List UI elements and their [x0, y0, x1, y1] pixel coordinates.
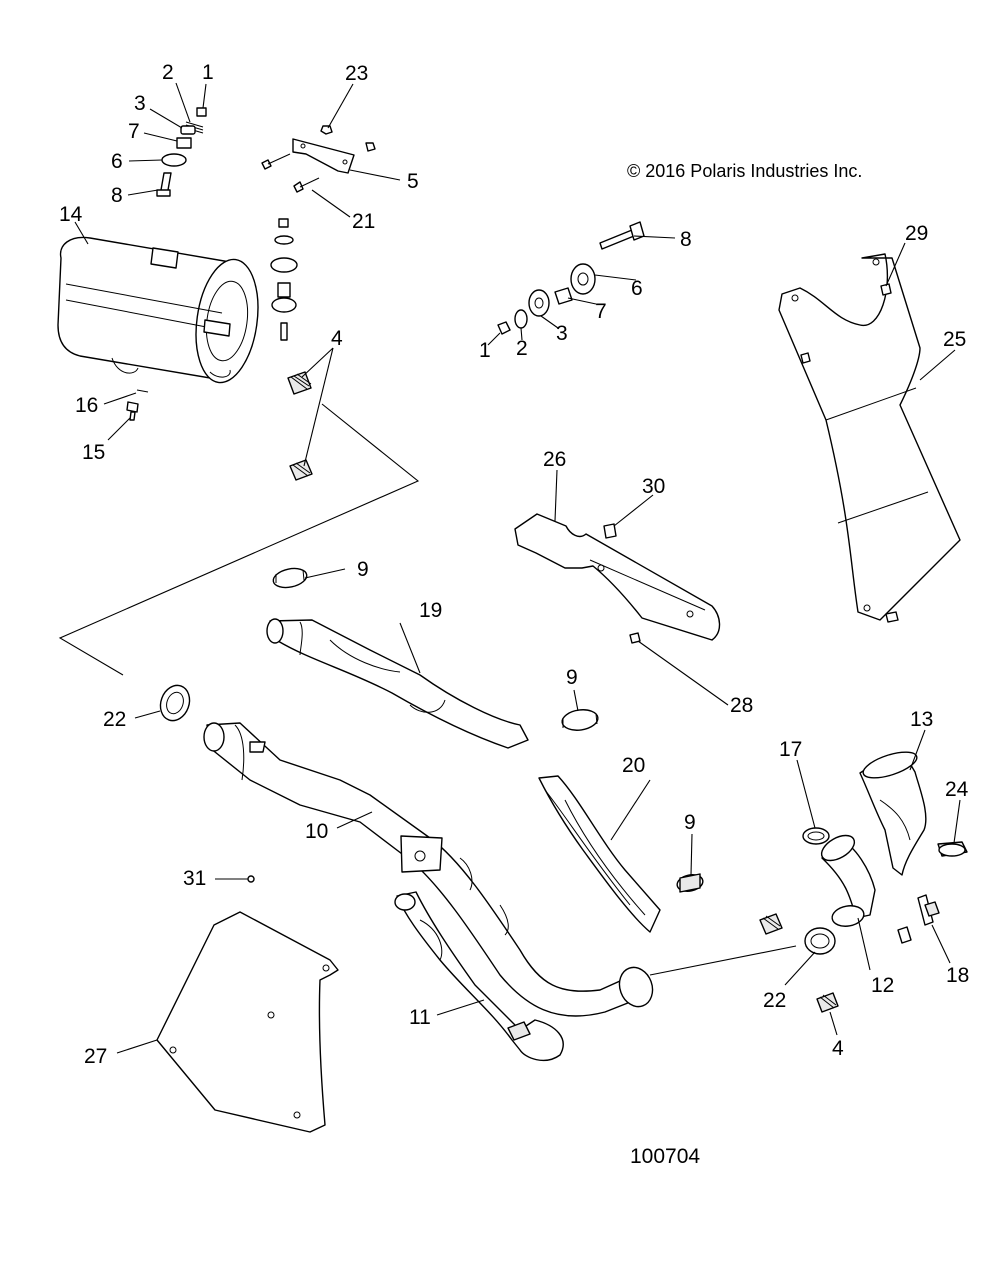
- heat-shield-part-26: [514, 513, 721, 644]
- clamp-part-24: [937, 841, 968, 857]
- screw-part-15: [126, 401, 139, 421]
- callout-9-lower: 9: [684, 811, 696, 834]
- callout-1: 1: [202, 61, 214, 84]
- clamp-part-9-lower: [676, 873, 704, 893]
- callout-3: 3: [134, 92, 146, 115]
- clip-part-16: [136, 389, 149, 393]
- bolt-part-21-head: [293, 181, 304, 193]
- screw-part-28: [629, 632, 641, 644]
- head-pipe-part-10: [203, 722, 654, 1017]
- callout-21: 21: [352, 210, 375, 233]
- callout-17: 17: [779, 738, 802, 761]
- studs-part-18: [897, 894, 940, 944]
- nut-small: [365, 142, 376, 152]
- callout-7-right: 7: [595, 300, 607, 323]
- gasket-part-17: [802, 827, 830, 845]
- washer-part-2b: [514, 309, 528, 329]
- callout-26: 26: [543, 448, 566, 471]
- callout-11: 11: [409, 1006, 431, 1029]
- nut-part-1b: [497, 321, 511, 335]
- callout-14: 14: [59, 203, 83, 226]
- grommet-part-3b: [528, 289, 550, 317]
- screw-part-31: [247, 875, 255, 883]
- pipe-part-11: [394, 891, 564, 1062]
- grommet-part-6b: [570, 263, 596, 295]
- callout-20: 20: [622, 754, 645, 777]
- bolt-part-8b: [599, 229, 635, 250]
- heat-shield-part-27: [156, 911, 339, 1133]
- callout-22-right: 22: [763, 989, 786, 1012]
- nut-part-23: [320, 125, 333, 135]
- bolt-head-left: [261, 159, 272, 170]
- heat-shield-part-25: [778, 253, 961, 623]
- spring-part-4-right-upper: [759, 913, 783, 935]
- callout-22: 22: [103, 708, 126, 731]
- callout-25: 25: [943, 328, 966, 351]
- callout-6: 6: [111, 150, 123, 173]
- spacer-part-7: [176, 137, 192, 149]
- bolt-part-8: [156, 172, 172, 197]
- callout-19: 19: [419, 599, 442, 622]
- callout-10: 10: [305, 820, 328, 843]
- callout-3-right: 3: [556, 322, 568, 345]
- nut-part-1: [196, 107, 207, 117]
- callout-9: 9: [357, 558, 369, 581]
- callout-12: 12: [871, 974, 894, 997]
- callout-27: 27: [84, 1045, 107, 1068]
- gasket-part-22-left: [159, 684, 191, 722]
- muffler-screws-15-16: [126, 389, 149, 421]
- callout-13: 13: [910, 708, 933, 731]
- muffler-part-14: [57, 236, 259, 384]
- callout-8-right: 8: [680, 228, 692, 251]
- callout-4: 4: [331, 327, 343, 350]
- spring-part-4-right-lower: [816, 992, 839, 1013]
- elbow-part-13: [859, 751, 927, 876]
- callout-labels: 1 2 3 7 6 8 23 5 21 14 4 16 15 8 6 7 3 2…: [59, 61, 969, 1068]
- washer-part-3: [180, 125, 196, 135]
- callout-7: 7: [128, 120, 140, 143]
- callout-9-middle: 9: [566, 666, 578, 689]
- clamp-part-9-top: [272, 567, 308, 589]
- callout-23: 23: [345, 62, 368, 85]
- callout-31: 31: [183, 867, 206, 890]
- muffler-bracket-assembly: [261, 125, 376, 193]
- callout-1-right: 1: [479, 339, 491, 362]
- gasket-part-22-right: [804, 927, 836, 955]
- callout-2: 2: [162, 61, 174, 84]
- callout-8: 8: [111, 184, 123, 207]
- center-mount-stack: [270, 218, 298, 341]
- callout-6-right: 6: [631, 277, 643, 300]
- clamp-part-9-middle: [561, 709, 599, 731]
- spring-part-4-lower: [289, 459, 313, 481]
- grommet-part-6: [161, 153, 187, 167]
- bracket-part-5: [292, 138, 355, 174]
- callout-24: 24: [945, 778, 969, 801]
- callout-2-right: 2: [516, 337, 528, 360]
- pipe-part-20: [538, 775, 661, 933]
- spring-part-4-upper: [287, 371, 312, 395]
- callout-leaders: [74, 82, 961, 1054]
- group-boundary-line: [58, 403, 420, 676]
- callout-16: 16: [75, 394, 98, 417]
- screw-top-left: [800, 352, 811, 364]
- muffler-mount-hardware-right: [497, 221, 645, 335]
- callout-28: 28: [730, 694, 753, 717]
- callout-30: 30: [642, 475, 665, 498]
- callout-5: 5: [407, 170, 419, 193]
- callout-29: 29: [905, 222, 928, 245]
- copyright-text: © 2016 Polaris Industries Inc.: [627, 161, 862, 181]
- drawing-number: 100704: [630, 1145, 700, 1168]
- callout-15: 15: [82, 441, 105, 464]
- spacer-part-7b: [554, 287, 573, 305]
- callout-4-right: 4: [832, 1037, 844, 1060]
- pipe-part-19: [266, 618, 529, 749]
- clip-part-30: [603, 523, 617, 539]
- muffler-mount-hardware-left: [156, 107, 207, 197]
- callout-18: 18: [946, 964, 969, 987]
- elbow-part-12: [820, 834, 876, 927]
